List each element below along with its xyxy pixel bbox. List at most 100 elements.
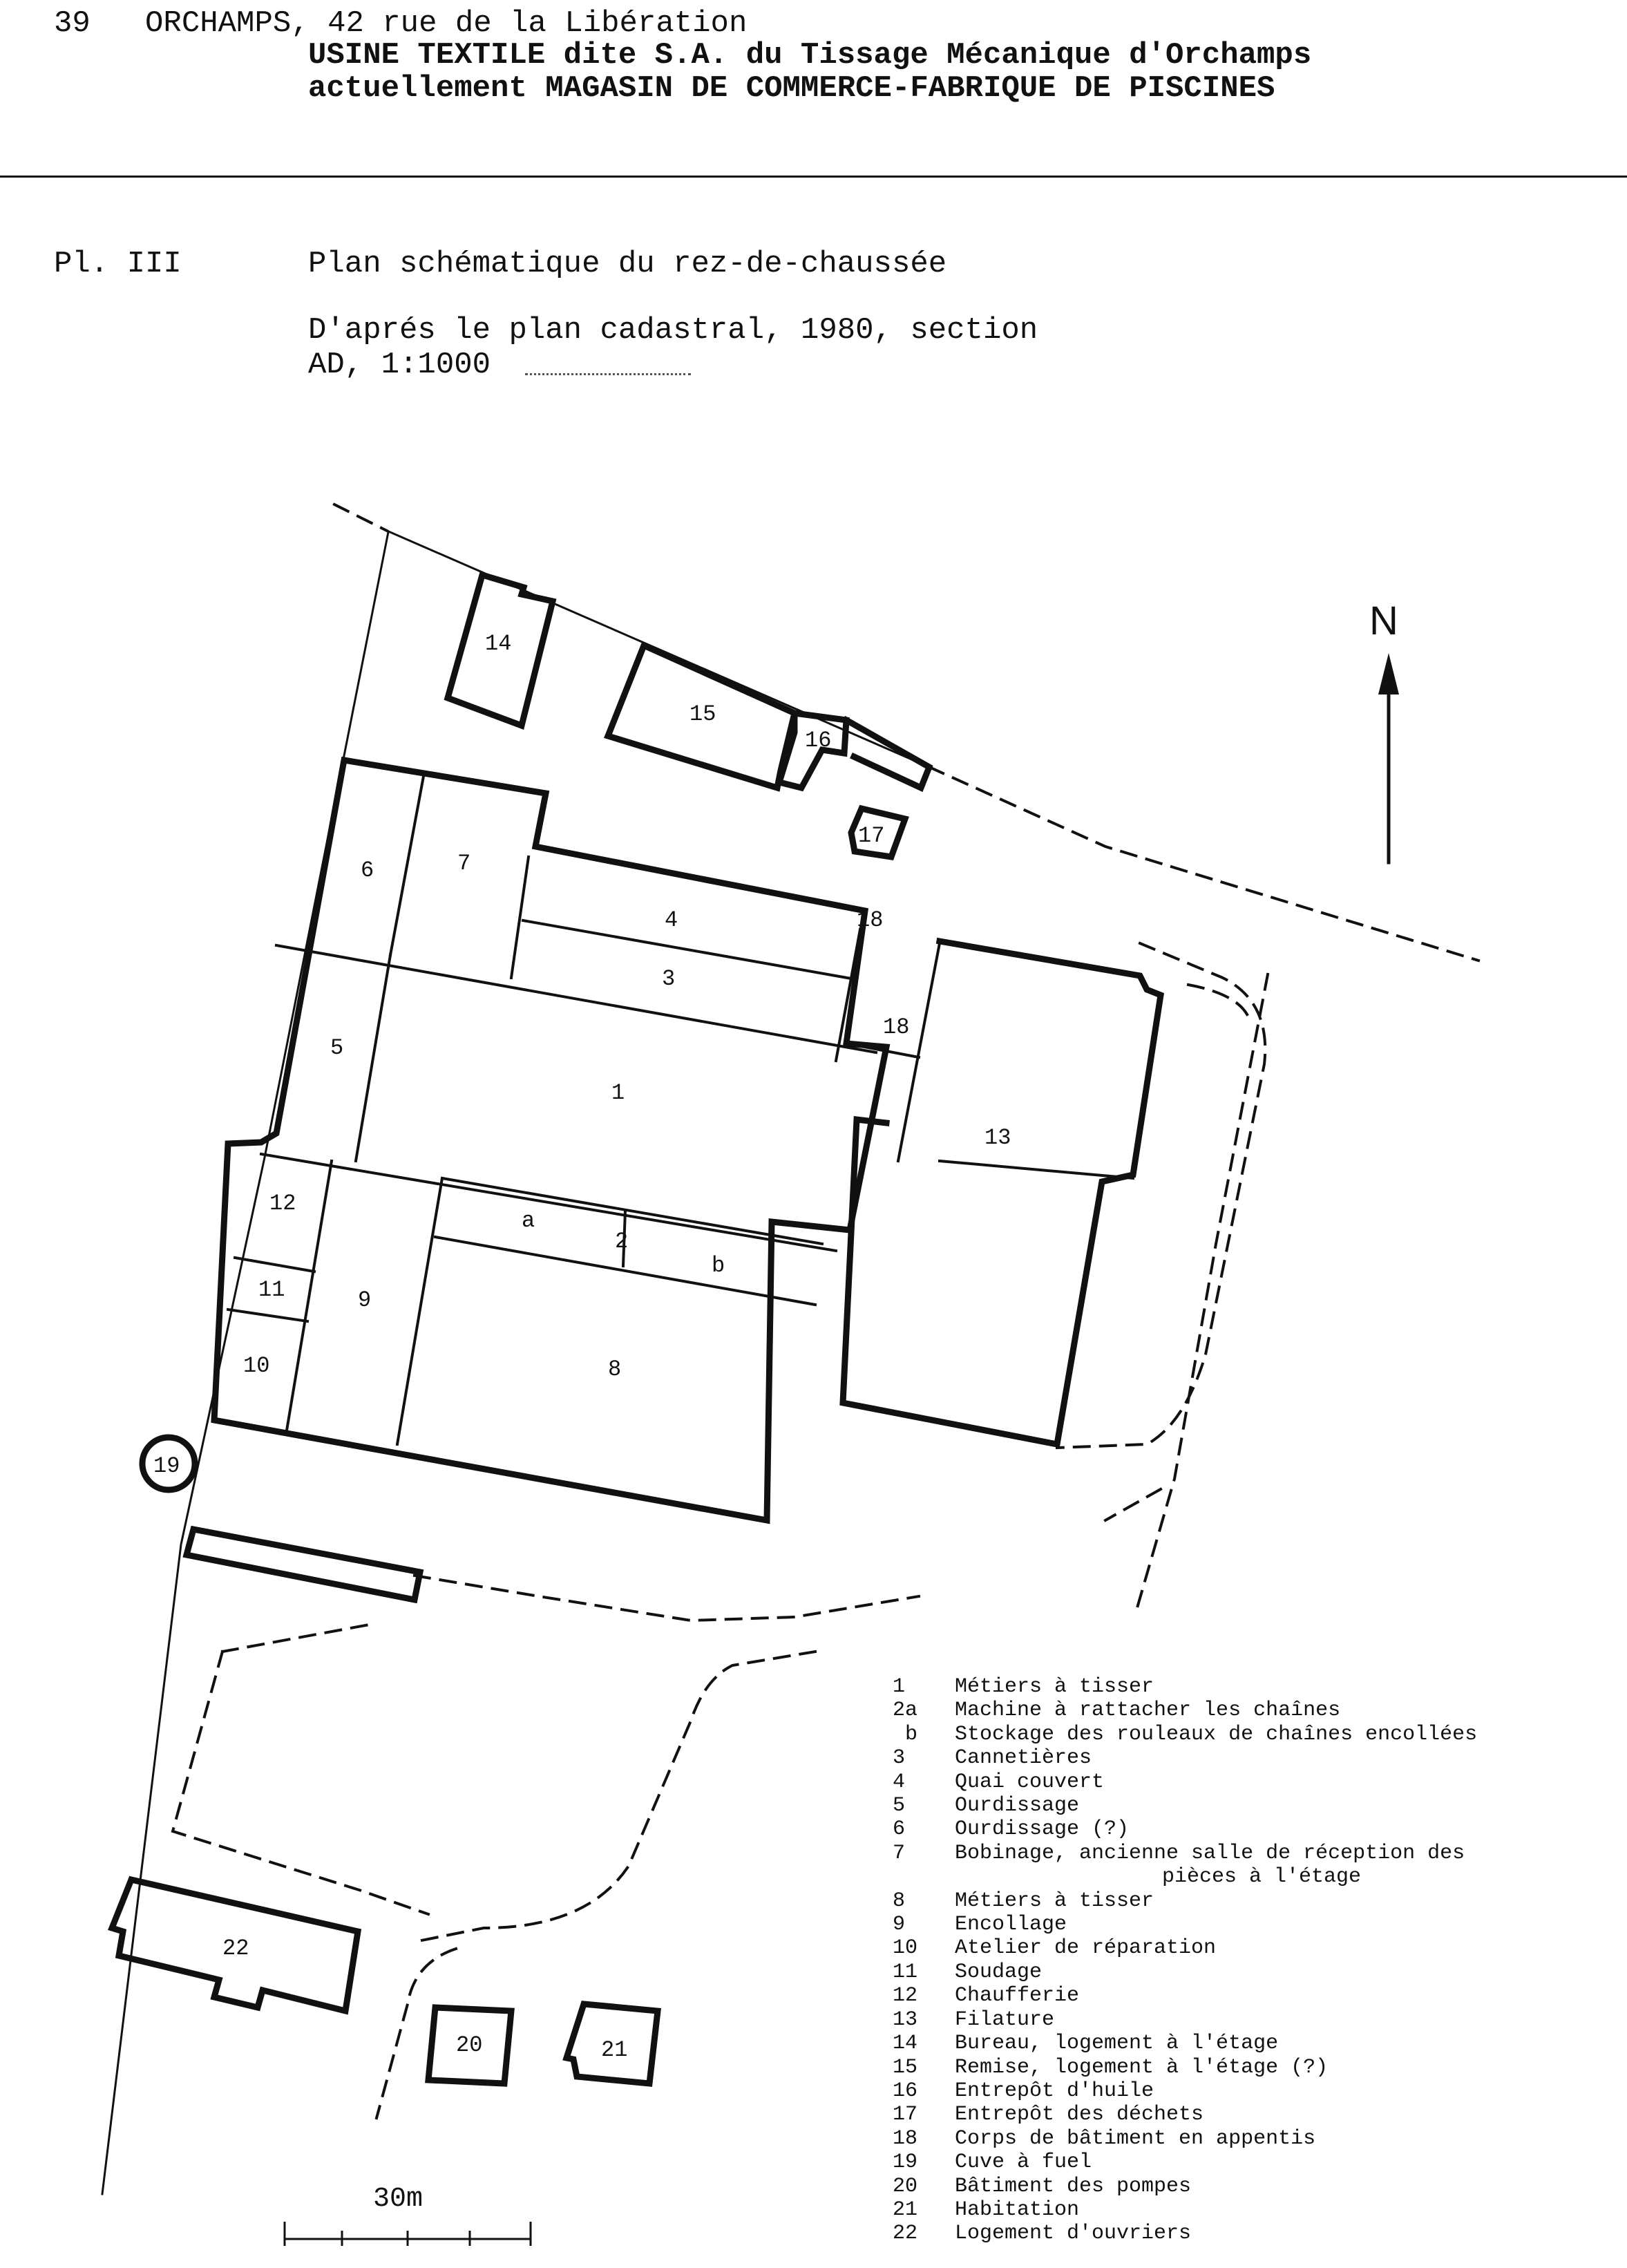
plate-number: Pl. III <box>54 247 182 281</box>
partition-11-top <box>233 1256 316 1274</box>
building-22-outline <box>108 1875 362 2015</box>
label-building-1: 1 <box>611 1080 625 1106</box>
partition-6-7 <box>388 771 426 957</box>
label-building-7: 7 <box>457 851 470 876</box>
label-building-3: 3 <box>662 966 675 992</box>
partition-13-inner <box>938 1159 1135 1180</box>
partition-5-1 <box>354 953 392 1163</box>
label-building-13: 13 <box>984 1125 1011 1151</box>
partition-a-b-top <box>440 1176 824 1246</box>
page-header-subtitle: actuellement MAGASIN DE COMMERCE-FABRIQU… <box>308 71 1275 106</box>
label-building-8: 8 <box>608 1357 621 1382</box>
label-building-10: 10 <box>243 1353 269 1379</box>
partition-11-bottom <box>226 1307 310 1323</box>
building-outline-main <box>211 756 891 1524</box>
label-building-17: 17 <box>858 823 884 849</box>
partition-7-east <box>509 855 531 980</box>
label-building-5: 5 <box>330 1035 343 1061</box>
label-building-21: 21 <box>601 2037 627 2063</box>
scale-bar-label: 30m <box>373 2184 424 2215</box>
building-19-tank <box>139 1434 198 1493</box>
dashed-road-lower <box>374 1947 458 2120</box>
label-building-19: 19 <box>153 1453 180 1479</box>
plate-source-line1: D'aprés le plan cadastral, 1980, section <box>308 313 1038 348</box>
label-building-15: 15 <box>689 701 716 727</box>
label-building-20: 20 <box>456 2032 482 2058</box>
building-strip-south <box>182 1525 424 1604</box>
label-building-2b: b <box>712 1253 725 1278</box>
label-building-14: 14 <box>485 631 511 656</box>
north-arrow-label: N <box>1369 598 1398 643</box>
label-building-6: 6 <box>361 858 374 883</box>
page-header-title: USINE TEXTILE dite S.A. du Tissage Mécan… <box>308 38 1312 73</box>
label-building-11: 11 <box>258 1277 285 1303</box>
label-building-22: 22 <box>222 1936 249 1961</box>
header-rule <box>0 176 1627 178</box>
dashed-line-east-long <box>1134 972 1270 1612</box>
building-13-outline <box>839 937 1164 1448</box>
label-building-16: 16 <box>805 728 831 753</box>
label-building-4: 4 <box>665 907 678 933</box>
building-16-outline <box>775 709 850 792</box>
dashed-boundary-east-curve <box>1055 941 1267 1450</box>
scale-bar <box>283 2222 532 2246</box>
partition-13-west <box>896 941 942 1163</box>
plate-source-line2: AD, 1:1000 <box>308 348 491 382</box>
dashed-road-upper <box>412 1574 921 1623</box>
label-building-9: 9 <box>358 1287 371 1313</box>
building-17-outline <box>848 804 909 860</box>
dashed-driveway-east <box>1103 1487 1163 1522</box>
partition-12-9 <box>285 1159 334 1433</box>
partition-9-8 <box>395 1176 444 1446</box>
partition-4-3 <box>521 918 853 981</box>
partition-row-5-1 <box>274 943 878 1055</box>
building-20-outline <box>425 2004 515 2087</box>
dashed-boundary-northeast <box>927 765 1481 963</box>
north-arrow-head <box>1378 653 1399 694</box>
dashed-road-south-loop <box>412 1650 817 1944</box>
label-building-18-lower: 18 <box>883 1014 909 1040</box>
legend-item-continuation: pièces à l'étage <box>1162 1865 1362 1889</box>
dashed-boundary-north-tip <box>332 502 389 533</box>
dashed-boundary-right-curve <box>1186 983 1253 1025</box>
building-16-annex <box>841 715 933 793</box>
plate-title: Plan schématique du rez-de-chaussée <box>308 247 947 281</box>
building-21-outline <box>562 2001 661 2087</box>
source-dotted-leader <box>525 373 691 375</box>
dashed-parcel-top <box>220 1622 375 1654</box>
label-building-2: 2 <box>615 1229 628 1254</box>
partition-2-tick <box>621 1209 627 1268</box>
label-building-12: 12 <box>269 1191 296 1216</box>
label-building-18-upper: 18 <box>857 907 883 933</box>
partition-18-mid <box>844 1041 921 1059</box>
label-building-2a: a <box>522 1208 535 1234</box>
partition-18-west <box>834 927 862 1063</box>
partition-a-b-bottom <box>433 1235 817 1307</box>
page-header-line1: 39 ORCHAMPS, 42 rue de la Libération <box>54 6 748 41</box>
